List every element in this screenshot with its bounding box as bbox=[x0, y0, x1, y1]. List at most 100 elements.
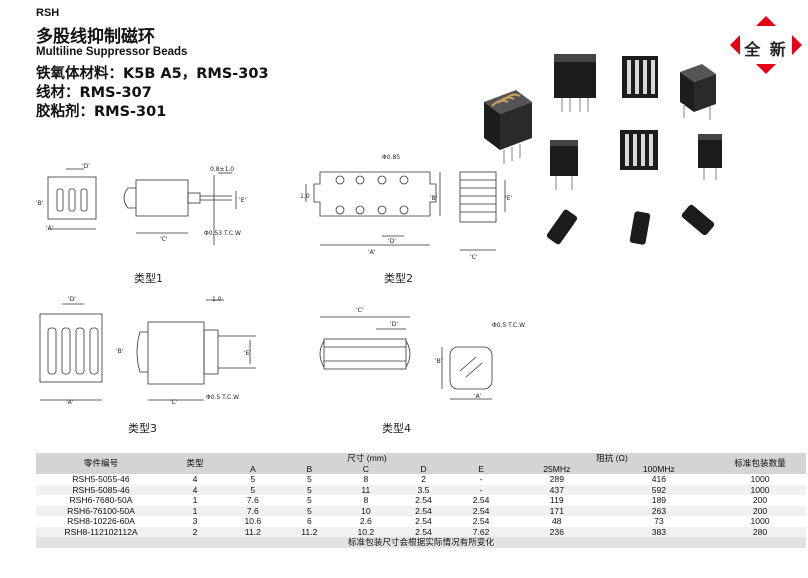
cell-c: 2.6 bbox=[337, 516, 395, 527]
type3-dim-b: 'B' bbox=[116, 348, 124, 355]
cell-z100: 383 bbox=[603, 526, 714, 537]
type4-dim-a: 'A' bbox=[474, 393, 482, 400]
cell-e: - bbox=[452, 474, 510, 485]
type3-dim-a: 'A' bbox=[66, 399, 74, 406]
cell-part: RSH5-5055-46 bbox=[36, 474, 166, 485]
cell-type: 4 bbox=[166, 474, 224, 485]
cell-part: RSH8-112102112A bbox=[36, 526, 166, 537]
cell-e: 2.54 bbox=[452, 505, 510, 516]
table-row: RSH6-76100-50A 1 7.6 5 10 2.54 2.54 171 … bbox=[36, 505, 806, 516]
type1-dim-wire: Φ0.53 T.C.W bbox=[204, 230, 241, 237]
type3-dim-c: 'C' bbox=[170, 399, 178, 406]
col-header-part: 零件编号 bbox=[36, 453, 166, 474]
cell-c: 11 bbox=[337, 484, 395, 495]
type4-dim-d: 'D' bbox=[390, 321, 398, 328]
cell-a: 7.6 bbox=[224, 505, 282, 516]
type3-dim-tol: 1.0 bbox=[212, 296, 222, 303]
cell-b: 5 bbox=[281, 484, 338, 495]
cell-z25: 171 bbox=[509, 505, 604, 516]
cell-qty: 200 bbox=[714, 505, 806, 516]
new-badge: 全 新 bbox=[728, 14, 804, 76]
type2-dim-c: 'C' bbox=[470, 254, 478, 261]
col-header-dim-c: C bbox=[337, 463, 395, 474]
bead-photo-6 bbox=[620, 130, 658, 170]
col-header-size: 尺寸 (mm) bbox=[224, 453, 510, 464]
type1-dim-e: 'E' bbox=[239, 197, 247, 204]
cell-a: 11.2 bbox=[224, 526, 282, 537]
cell-b: 5 bbox=[281, 495, 338, 506]
cell-a: 5 bbox=[224, 474, 282, 485]
col-header-dim-d: D bbox=[394, 463, 453, 474]
type4-label: 类型4 bbox=[382, 422, 411, 435]
bead-photo-1 bbox=[484, 90, 532, 164]
cell-a: 10.6 bbox=[224, 516, 282, 527]
table-row: RSH6-7680-50A 1 7.6 5 8 2.54 2.54 119 18… bbox=[36, 495, 806, 506]
type2-dim-d: 'D' bbox=[388, 238, 396, 245]
type1-dim-tol: 0.8±1.0 bbox=[210, 166, 235, 173]
cell-part: RSH6-7680-50A bbox=[36, 495, 166, 506]
cell-d: 2 bbox=[394, 474, 453, 485]
badge-text: 全 新 bbox=[744, 40, 788, 59]
cell-d: 2.54 bbox=[394, 516, 453, 527]
type4-dim-wire: Φ0.5 T.C.W bbox=[492, 322, 526, 329]
col-header-qty: 标准包装数量 bbox=[714, 453, 806, 474]
cell-type: 4 bbox=[166, 484, 224, 495]
cell-z100: 416 bbox=[603, 474, 714, 485]
cell-d: 2.54 bbox=[394, 495, 453, 506]
type1-label: 类型1 bbox=[134, 272, 163, 285]
material-wire: 线材：RMS-307 bbox=[36, 85, 152, 101]
cell-part: RSH8-10226-60A bbox=[36, 516, 166, 527]
cell-type: 3 bbox=[166, 516, 224, 527]
col-header-100mhz: 100MHz bbox=[603, 463, 714, 474]
type4-dim-b: 'B' bbox=[435, 358, 443, 365]
bead-photo-9 bbox=[629, 211, 651, 245]
badge-arrows-icon bbox=[730, 16, 802, 74]
cell-type: 1 bbox=[166, 505, 224, 516]
cell-part: RSH6-76100-50A bbox=[36, 505, 166, 516]
table-note-row: 标准包装尺寸会根据实际情况有所变化 bbox=[36, 537, 806, 548]
cell-c: 10.2 bbox=[337, 526, 395, 537]
cell-z25: 437 bbox=[509, 484, 604, 495]
cell-part: RSH5-5085-46 bbox=[36, 484, 166, 495]
cell-z25: 289 bbox=[509, 474, 604, 485]
cell-z100: 592 bbox=[603, 484, 714, 495]
bead-photo-10 bbox=[681, 204, 715, 236]
bead-photo-7 bbox=[698, 134, 722, 180]
cell-e: 2.54 bbox=[452, 495, 510, 506]
product-photo bbox=[484, 54, 722, 245]
cell-qty: 1000 bbox=[714, 516, 806, 527]
col-header-type: 类型 bbox=[166, 453, 224, 474]
bead-photo-2 bbox=[554, 54, 596, 112]
drawing-type3 bbox=[39, 299, 256, 401]
type4-dim-c: 'C' bbox=[356, 307, 364, 314]
cell-type: 2 bbox=[166, 526, 224, 537]
cell-b: 5 bbox=[281, 474, 338, 485]
cell-e: 2.54 bbox=[452, 516, 510, 527]
table-note: 标准包装尺寸会根据实际情况有所变化 bbox=[36, 537, 806, 548]
cell-e: 7.62 bbox=[452, 526, 510, 537]
cell-z25: 236 bbox=[509, 526, 604, 537]
cell-d: 2.54 bbox=[394, 526, 453, 537]
product-code: RSH bbox=[36, 7, 60, 19]
drawing-type1 bbox=[47, 168, 237, 245]
cell-type: 1 bbox=[166, 495, 224, 506]
type2-dim-b: 'B' bbox=[430, 195, 438, 202]
table-row: RSH5-5055-46 4 5 5 8 2 - 289 416 1000 bbox=[36, 474, 806, 485]
drawing-type4 bbox=[319, 316, 493, 400]
cell-qty: 280 bbox=[714, 526, 806, 537]
table-row: RSH5-5085-46 4 5 5 11 3.5 - 437 592 1000 bbox=[36, 484, 806, 495]
col-header-dim-b: B bbox=[281, 463, 338, 474]
cell-a: 5 bbox=[224, 484, 282, 495]
cell-qty: 200 bbox=[714, 495, 806, 506]
cell-qty: 1000 bbox=[714, 474, 806, 485]
material-ferrite: 铁氧体材料：K5B A5，RMS-303 bbox=[36, 66, 269, 82]
cell-z100: 263 bbox=[603, 505, 714, 516]
drawing-type2 bbox=[305, 171, 506, 251]
product-subtitle: Multiline Suppressor Beads bbox=[36, 46, 188, 58]
cell-c: 8 bbox=[337, 474, 395, 485]
cell-c: 8 bbox=[337, 495, 395, 506]
type2-dim-a: 'A' bbox=[368, 249, 376, 256]
type1-dim-b: 'B' bbox=[36, 200, 44, 207]
type2-dim-pin: Φ0.85 bbox=[382, 154, 401, 161]
type2-label: 类型2 bbox=[384, 272, 413, 285]
